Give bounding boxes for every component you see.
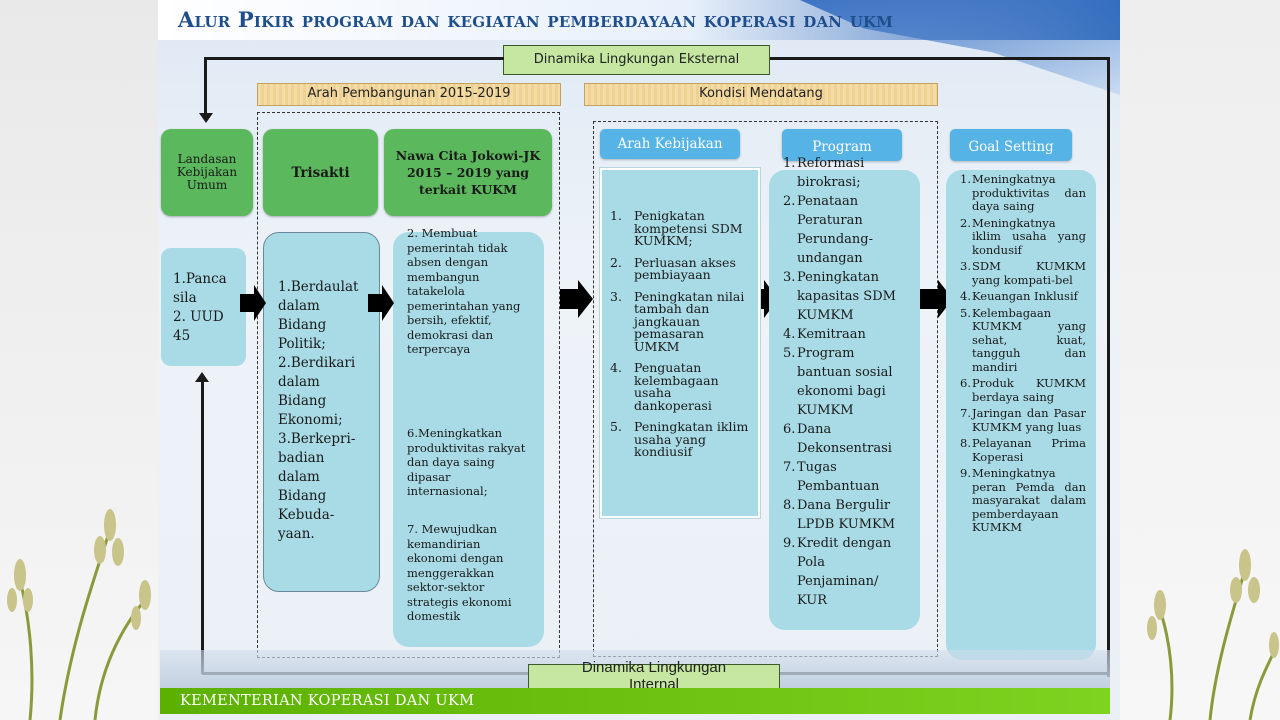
goal-setting-item: 8.Pelayanan Prima Koperasi <box>960 436 1086 464</box>
program-item: 8.Dana Bergulir LPDB KUMKM <box>783 498 896 532</box>
arah-kebijakan-item: 1.Penigkatan kompetensi SDM KUMKM; <box>610 208 743 248</box>
page-title: Alur Pikir program dan kegiatan pemberda… <box>178 7 894 32</box>
program-item: 3.Peningkatan kapasitas SDM KUMKM <box>783 270 896 323</box>
goal-setting-list: 1.Meningkatnya produktivitas dan daya sa… <box>960 172 1086 538</box>
program-item: 6.Dana Dekonsentrasi <box>783 422 892 456</box>
program-panel: 1.Reformasi birokrasi; 2.Penataan Peratu… <box>769 156 920 630</box>
goal-setting-item: 7.Jaringan dan Pasar KUMKM yang luas <box>960 406 1086 434</box>
frame-line-left-top <box>204 57 207 115</box>
arah-kebijakan-panel: 1.Penigkatan kompetensi SDM KUMKM; 2.Per… <box>600 168 760 518</box>
flow-arrow-icon <box>240 285 266 321</box>
footer-bar <box>160 688 1110 714</box>
footer-text: KEMENTERIAN KOPERASI DAN UKM <box>180 693 475 709</box>
arah-kebijakan-list: 1.Penigkatan kompetensi SDM KUMKM; 2.Per… <box>610 208 752 459</box>
goal-setting-item: 3.SDM KUMKM yang kompati-bel <box>960 259 1086 287</box>
trisakti-item: 1.Berdaulat dalam Bidang Politik; <box>278 279 359 352</box>
trisakti-card: Trisakti <box>263 129 378 216</box>
wheat-plant-right-icon <box>1147 549 1279 720</box>
internal-dynamics-header: Dinamika Lingkungan Internal <box>528 659 780 693</box>
frame-line-top-right <box>770 57 1110 60</box>
goal-setting-item: 6.Produk KUMKM berdaya saing <box>960 376 1086 404</box>
nawacita-card: Nawa Cita Jokowi-JK 2015 – 2019 yang ter… <box>384 129 552 216</box>
arah-pembangunan-header: Arah Pembangunan 2015-2019 <box>257 83 561 106</box>
internal-dynamics-line1: Dinamika Lingkungan <box>581 659 727 676</box>
program-item: 1.Reformasi birokrasi; <box>783 156 865 190</box>
goal-setting-item: 2.Meningkatnya iklim usaha yang kondusif <box>960 215 1086 257</box>
external-dynamics-header: Dinamika Lingkungan Eksternal <box>503 45 770 75</box>
nawacita-item: 6.Meningkatkan produktivitas rakyat dan … <box>407 426 526 498</box>
goal-setting-item: 4.Keuangan Inklusif <box>960 289 1078 303</box>
program-item: 4.Kemitraan <box>783 327 866 342</box>
arrow-down-icon <box>199 113 213 123</box>
arah-kebijakan-item: 5.Peningkatan iklim usaha yang kondiusif <box>610 419 749 459</box>
program-item: 9.Kredit dengan Pola Penjaminan/ KUR <box>783 536 892 608</box>
trisakti-label: Trisakti <box>291 164 350 181</box>
nawacita-item: 7. Mewujudkan kemandirian ekonomi dengan… <box>407 522 512 623</box>
frame-line-top-left <box>204 57 504 60</box>
flow-arrow-icon <box>920 280 953 318</box>
arah-kebijakan-item: 3.Peningkatan nilai tambah dan jangkauan… <box>610 288 745 354</box>
goal-setting-tab: Goal Setting <box>950 129 1072 161</box>
landasan-card: Landasan Kebijakan Umum <box>161 129 253 216</box>
kondisi-mendatang-header: Kondisi Mendatang <box>584 83 938 106</box>
trisakti-item: 2.Berdikari dalam Bidang Ekonomi; <box>278 355 356 428</box>
nawacita-label: Nawa Cita Jokowi-JK 2015 – 2019 yang ter… <box>395 148 541 197</box>
frame-line-left-bottom <box>201 382 204 674</box>
flow-arrow-icon <box>368 285 394 321</box>
trisakti-panel: 1.Berdaulat dalam Bidang Politik; 2.Berd… <box>263 232 380 592</box>
goal-setting-item: 5.Kelembagaan KUMKM yang sehat, kuat, ta… <box>960 305 1086 374</box>
goal-setting-item: 9.Meningkatnya peran Pemda dan masyaraka… <box>960 466 1086 534</box>
program-item: 7.Tugas Pembantuan <box>783 460 880 494</box>
arah-kebijakan-item: 4.Penguatan kelembagaan usaha dankoperas… <box>610 360 719 413</box>
arah-kebijakan-tab: Arah Kebijakan <box>600 129 740 159</box>
wheat-plant-left-icon <box>7 509 151 720</box>
program-list: 1.Reformasi birokrasi; 2.Penataan Peratu… <box>783 154 909 610</box>
program-tab: Program <box>782 129 902 161</box>
trisakti-item: 3.Berkepri-badian dalam Bidang Kebuda-ya… <box>278 431 356 542</box>
landasan-panel: 1.Panca sila 2. UUD 45 <box>161 248 246 366</box>
frame-line-right <box>1107 57 1110 677</box>
landasan-item: 1.Panca sila <box>173 271 227 306</box>
goal-setting-item: 1.Meningkatnya produktivitas dan daya sa… <box>960 172 1086 213</box>
arrow-up-icon <box>195 372 209 382</box>
arah-kebijakan-item: 2.Perluasan akses pembiayaan <box>610 254 736 282</box>
nawacita-panel: 2. Membuat pemerintah tidak absen dengan… <box>393 226 544 647</box>
program-item: 5.Program bantuan sosial ekonomi bagi KU… <box>783 346 893 418</box>
flow-arrow-icon <box>560 280 593 318</box>
program-item: 2.Penataan Peraturan Perundang-undangan <box>783 194 873 266</box>
goal-setting-panel: 1.Meningkatnya produktivitas dan daya sa… <box>946 170 1096 660</box>
nawacita-item: 2. Membuat pemerintah tidak absen dengan… <box>407 226 521 356</box>
landasan-item: 2. UUD 45 <box>173 309 224 344</box>
landasan-label: Landasan Kebijakan Umum <box>176 152 238 192</box>
